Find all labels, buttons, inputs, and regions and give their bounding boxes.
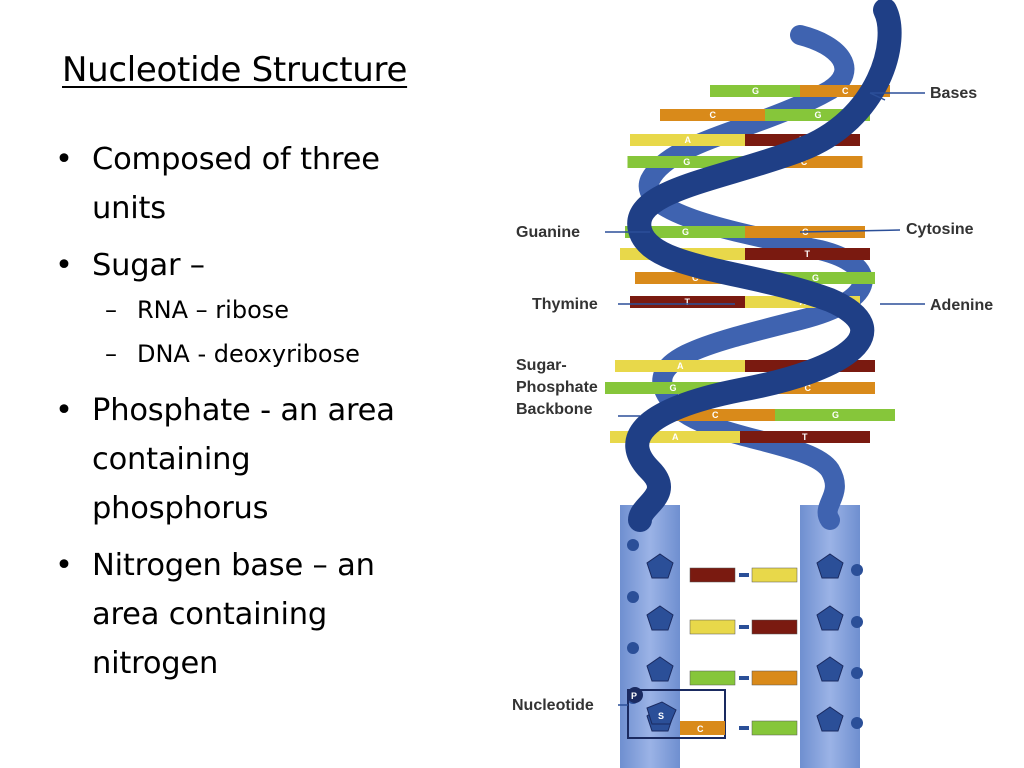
base-letter: G bbox=[682, 227, 689, 237]
sugar-right bbox=[816, 605, 844, 631]
nucleotide-base-bar bbox=[680, 721, 725, 735]
label-bases: Bases bbox=[930, 85, 977, 102]
base-letter: G bbox=[812, 273, 819, 283]
base-letter: C bbox=[692, 273, 699, 283]
hydrogen-bond bbox=[739, 676, 749, 680]
label-guanine: Guanine bbox=[516, 224, 580, 241]
phosphate-dot bbox=[851, 564, 863, 576]
base-letter: T bbox=[805, 249, 811, 259]
sub-bullet-rna: RNA – ribose bbox=[55, 294, 435, 326]
bullet-sugar: Sugar – bbox=[55, 241, 435, 290]
sugar-pentagon bbox=[646, 701, 677, 725]
phosphate-dot bbox=[851, 717, 863, 729]
base-letter: G bbox=[683, 157, 690, 167]
phosphate-dot bbox=[627, 539, 639, 551]
nucleotide-box bbox=[627, 689, 726, 739]
phosphate-dot bbox=[851, 616, 863, 628]
phosphate-dot bbox=[627, 591, 639, 603]
sub-bullet-dna: DNA - deoxyribose bbox=[55, 338, 435, 370]
bullet-nitrogen-base: Nitrogen base – an area containing nitro… bbox=[55, 541, 435, 688]
base-letter: T bbox=[685, 297, 691, 307]
sugar-left bbox=[646, 656, 674, 682]
phosphate-circle bbox=[627, 687, 643, 703]
phosphate-dot bbox=[851, 667, 863, 679]
sugar-symbol: S bbox=[658, 711, 664, 721]
hydrogen-bond bbox=[739, 625, 749, 629]
sugar-left bbox=[646, 553, 674, 579]
hydrogen-bond bbox=[739, 573, 749, 577]
sugar-left bbox=[646, 605, 674, 631]
base-letter: A bbox=[685, 135, 692, 145]
label-cytosine: Cytosine bbox=[906, 221, 974, 238]
label-backbone-line1: Sugar- bbox=[516, 357, 567, 374]
base-bar-c bbox=[660, 109, 765, 121]
base-letter: C bbox=[801, 157, 808, 167]
base-bar-t bbox=[745, 248, 870, 260]
phosphate-dot bbox=[627, 642, 639, 654]
sugar-right bbox=[816, 706, 844, 732]
base-letter: C bbox=[710, 110, 717, 120]
base-letter: G bbox=[670, 383, 677, 393]
label-nucleotide: Nucleotide bbox=[512, 697, 594, 714]
ladder-section bbox=[627, 539, 863, 736]
helix-front-strand bbox=[625, 0, 902, 532]
hydrogen-bond bbox=[739, 726, 749, 730]
base-letter: C bbox=[842, 86, 849, 96]
page-title: Nucleotide Structure bbox=[62, 50, 408, 90]
ladder-base-bar bbox=[751, 720, 798, 736]
base-letter: T bbox=[802, 432, 808, 442]
base-letter: A bbox=[677, 361, 684, 371]
base-bar-g bbox=[775, 409, 895, 421]
ladder-base-bar bbox=[689, 670, 736, 686]
label-adenine: Adenine bbox=[930, 297, 993, 314]
bullet-phosphate: Phosphate - an area containing phosphoru… bbox=[55, 386, 435, 533]
base-bar-t bbox=[740, 431, 870, 443]
base-letter: G bbox=[752, 86, 759, 96]
base-bar-t bbox=[630, 296, 745, 308]
base-letter: G bbox=[815, 110, 822, 120]
base-letter: A bbox=[672, 432, 679, 442]
label-backbone-line3: Backbone bbox=[516, 401, 593, 418]
bullet-composed: Composed of three units bbox=[55, 135, 435, 233]
sugar-right bbox=[816, 553, 844, 579]
base-letter: C bbox=[712, 410, 719, 420]
ladder-base-bar bbox=[751, 619, 798, 635]
label-thymine: Thymine bbox=[532, 296, 598, 313]
base-bar-g bbox=[710, 85, 800, 97]
label-leader-lines bbox=[605, 92, 925, 706]
ladder-base-bar bbox=[751, 670, 798, 686]
sugar-right bbox=[816, 656, 844, 682]
base-bar-a bbox=[615, 360, 745, 372]
ladder-base-bar bbox=[689, 619, 736, 635]
ladder-base-bar bbox=[689, 567, 736, 583]
nucleotide-base-symbol: C bbox=[697, 724, 704, 734]
phosphate-symbol: P bbox=[631, 691, 637, 701]
ladder-base-bar bbox=[751, 567, 798, 583]
label-backbone-line2: Phosphate bbox=[516, 379, 598, 396]
base-bar-a bbox=[630, 134, 745, 146]
base-letter: G bbox=[832, 410, 839, 420]
bullet-list: Composed of three units Sugar – RNA – ri… bbox=[55, 135, 435, 696]
base-letter: C bbox=[805, 383, 812, 393]
